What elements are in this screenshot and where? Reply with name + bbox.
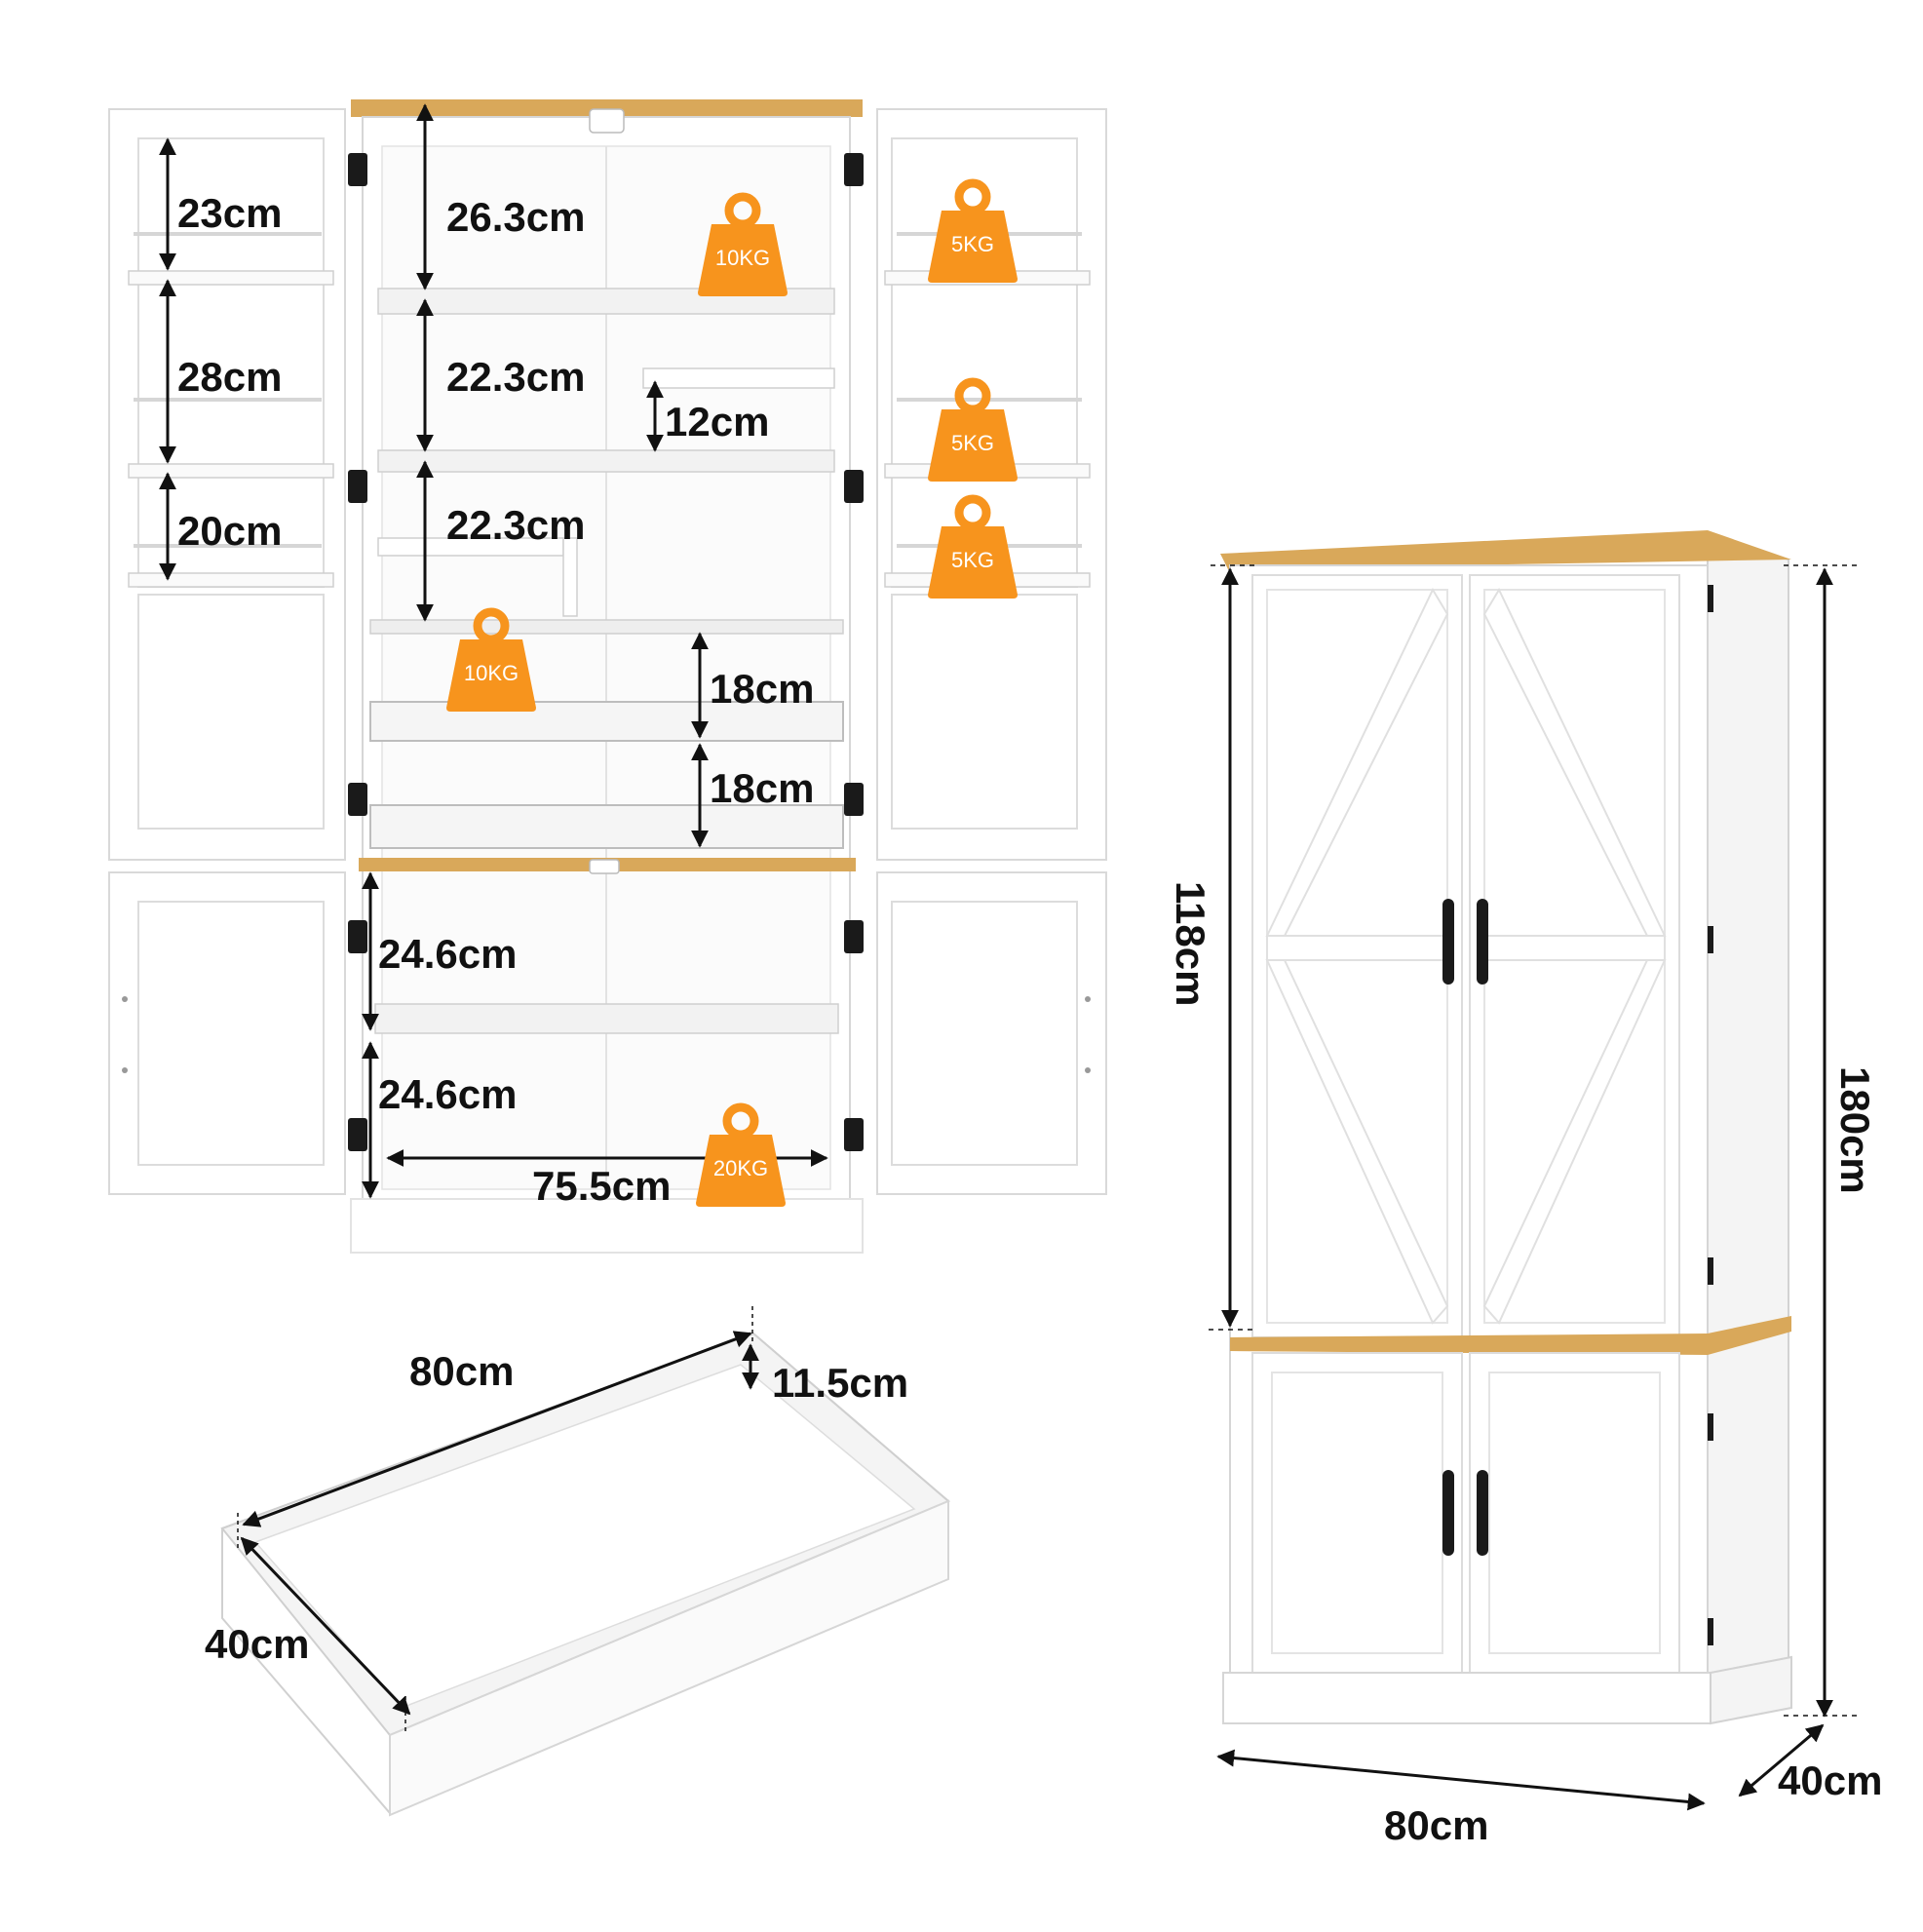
exterior-width-dim: 80cm [1384,1802,1489,1848]
inner-width-dim: 75.5cm [532,1163,672,1209]
interior-cabinet-view [108,99,1107,1254]
exterior-cabinet-view [1209,530,1862,1811]
weight-icon-door-shelf-2: 5KG [926,376,1019,483]
weight-icon-door-shelf-3: 5KG [926,493,1019,600]
kettlebell-weight-icon [698,192,788,296]
drawer-view [220,1306,950,1817]
weight-label: 5KG [950,548,995,572]
lower-dim-1: 24.6cm [378,931,518,977]
lower-dim-2: 24.6cm [378,1071,518,1117]
weight-icon-door-shelf-1: 5KG [926,177,1019,285]
drawer-depth-dim: 40cm [205,1621,310,1667]
right-lower-door [122,871,1107,1195]
weight-icon-top-shelf: 10KG [696,191,789,298]
weight-label: 5KG [950,232,995,256]
weight-label: 20KG [712,1156,769,1180]
left-door-dim-2: 28cm [177,354,283,400]
center-dim-top: 26.3cm [446,194,586,240]
left-door-dim-1: 23cm [177,190,283,236]
weight-icon-drawer: 10KG [444,606,538,714]
drawer-height-dim: 11.5cm [772,1360,909,1406]
left-lower-door [108,871,346,1195]
drawer-dim-1: 18cm [710,666,815,712]
bar-handle-icon [1442,899,1488,1556]
weight-label: 10KG [463,661,519,685]
center-carcass [350,99,864,1254]
exterior-upper-height-dim: 118cm [1168,881,1213,1007]
center-dim-s3: 22.3cm [446,502,586,548]
weight-icon-bottom: 20KG [694,1101,788,1209]
exterior-depth-dim: 40cm [1778,1758,1883,1803]
drawer-length-dim: 80cm [409,1348,515,1394]
weight-label: 5KG [950,431,995,455]
left-door-dim-3: 20cm [177,508,283,554]
kettlebell-weight-icon [446,607,536,712]
exterior-total-height-dim: 180cm [1832,1066,1878,1194]
weight-label: 10KG [714,246,771,270]
center-dim-s2: 22.3cm [446,354,586,400]
kettlebell-weight-icon [696,1102,786,1207]
kettlebell-weight-icon [928,494,1018,599]
center-dim-riser: 12cm [665,399,770,444]
kettlebell-weight-icon [928,377,1018,482]
kettlebell-weight-icon [928,178,1018,283]
drawer-dim-2: 18cm [710,765,815,811]
